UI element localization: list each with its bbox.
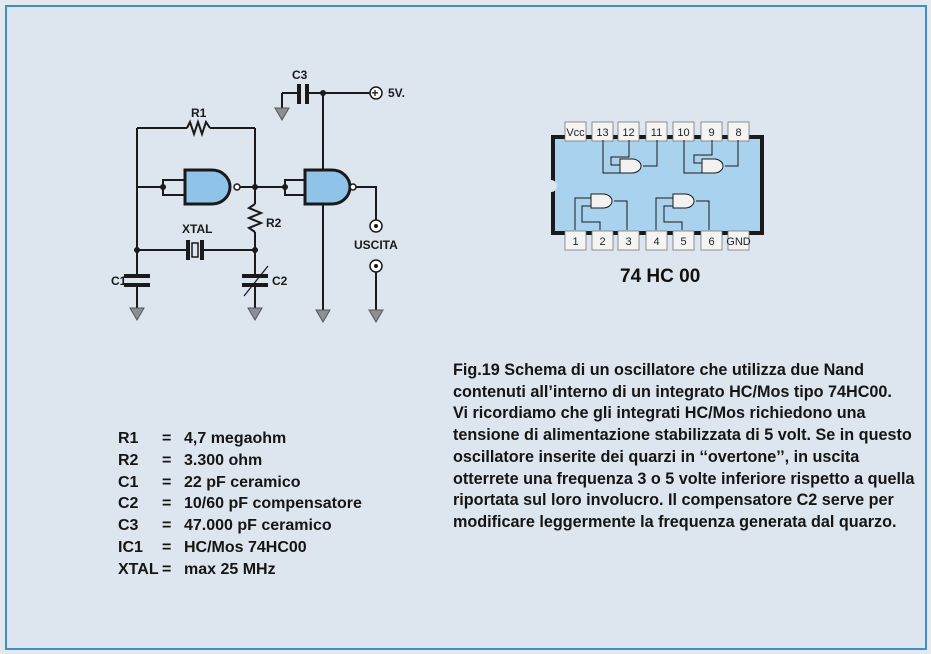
c2-label: C2	[272, 274, 288, 288]
component-row: IC1=HC/Mos 74HC00	[118, 538, 307, 556]
svg-text:+: +	[372, 86, 379, 100]
caption-body: Vi ricordiamo che gli integrati HC/Mos r…	[453, 404, 915, 531]
ic-pin: 1	[564, 230, 587, 251]
xtal-label: XTAL	[182, 222, 212, 236]
ic-pin-label: 10	[677, 127, 689, 139]
ic-pin: 10	[672, 121, 695, 142]
nand-gate-icon	[183, 168, 232, 206]
ic-pin-label: 11	[651, 127, 662, 139]
ic-pin-label: 6	[708, 236, 714, 248]
xtal-icon	[191, 242, 199, 258]
ic-pin: 6	[700, 230, 723, 251]
trimmer-arrow-icon	[243, 265, 269, 297]
supply-terminal-icon: +	[369, 86, 383, 100]
component-list: R1=4,7 megaohm R2=3.300 ohm C1=22 pF cer…	[118, 430, 362, 583]
ic-pin: 3	[617, 230, 640, 251]
c2-plate	[242, 283, 268, 287]
component-row: C1=22 pF ceramico	[118, 473, 301, 491]
ic-pin: 2	[591, 230, 614, 251]
ic-pin-label: 3	[625, 236, 631, 248]
ic-pin: 4	[645, 230, 668, 251]
ic-pin: GND	[726, 230, 751, 251]
c3-plate	[305, 84, 309, 104]
r2-label: R2	[266, 216, 282, 230]
ic-pin: 8	[727, 121, 750, 142]
ic-pin: Vcc	[564, 121, 587, 142]
component-row: C3=47.000 pF ceramico	[118, 517, 332, 535]
ic-pin: 5	[672, 230, 695, 251]
ic-notch-icon	[551, 180, 557, 192]
c3-plate	[297, 84, 301, 104]
ic-pin-label: 4	[653, 236, 659, 248]
c3-label: C3	[292, 68, 308, 82]
ic-pin: 13	[591, 121, 614, 142]
figure-caption: Fig.19 Schema di un oscillatore che util…	[453, 360, 918, 534]
c1-label: C1	[111, 274, 127, 288]
component-row: R2=3.300 ohm	[118, 451, 263, 469]
ic-pin-label: Vcc	[566, 127, 585, 139]
component-row: C2=10/60 pF compensatore	[118, 495, 362, 513]
supply-label: 5V.	[388, 86, 405, 100]
ic-pin-label: 12	[622, 127, 634, 139]
output-label: USCITA	[354, 238, 398, 252]
nand-gate-icon	[303, 168, 352, 206]
c1-plate	[124, 283, 150, 287]
ic-pin-label: 8	[735, 127, 741, 139]
c1-plate	[124, 274, 150, 278]
ic-pin: 12	[617, 121, 640, 142]
ic-title: 74 HC 00	[620, 266, 700, 287]
c2-plate	[242, 274, 268, 278]
ic-pin-label: 1	[572, 236, 578, 248]
ic-pin-label: 13	[596, 127, 608, 139]
caption-title: Fig.19 Schema di un oscillatore che util…	[453, 361, 892, 401]
component-row: R1=4,7 megaohm	[118, 430, 287, 447]
ic-pin-label: 5	[680, 236, 686, 248]
figure-frame	[5, 5, 927, 650]
ic-pin-label: 2	[599, 236, 605, 248]
ic-pin-label: GND	[726, 236, 751, 248]
r1-label: R1	[191, 106, 207, 120]
ic-pin: 9	[700, 121, 723, 142]
ic-pin: 11	[645, 121, 668, 142]
output-terminal-icon	[369, 259, 383, 273]
output-terminal-icon	[369, 219, 383, 233]
ground-icon	[129, 107, 384, 323]
ic-pin-label: 9	[708, 127, 714, 139]
component-row: XTAL=max 25 MHz	[118, 560, 276, 578]
